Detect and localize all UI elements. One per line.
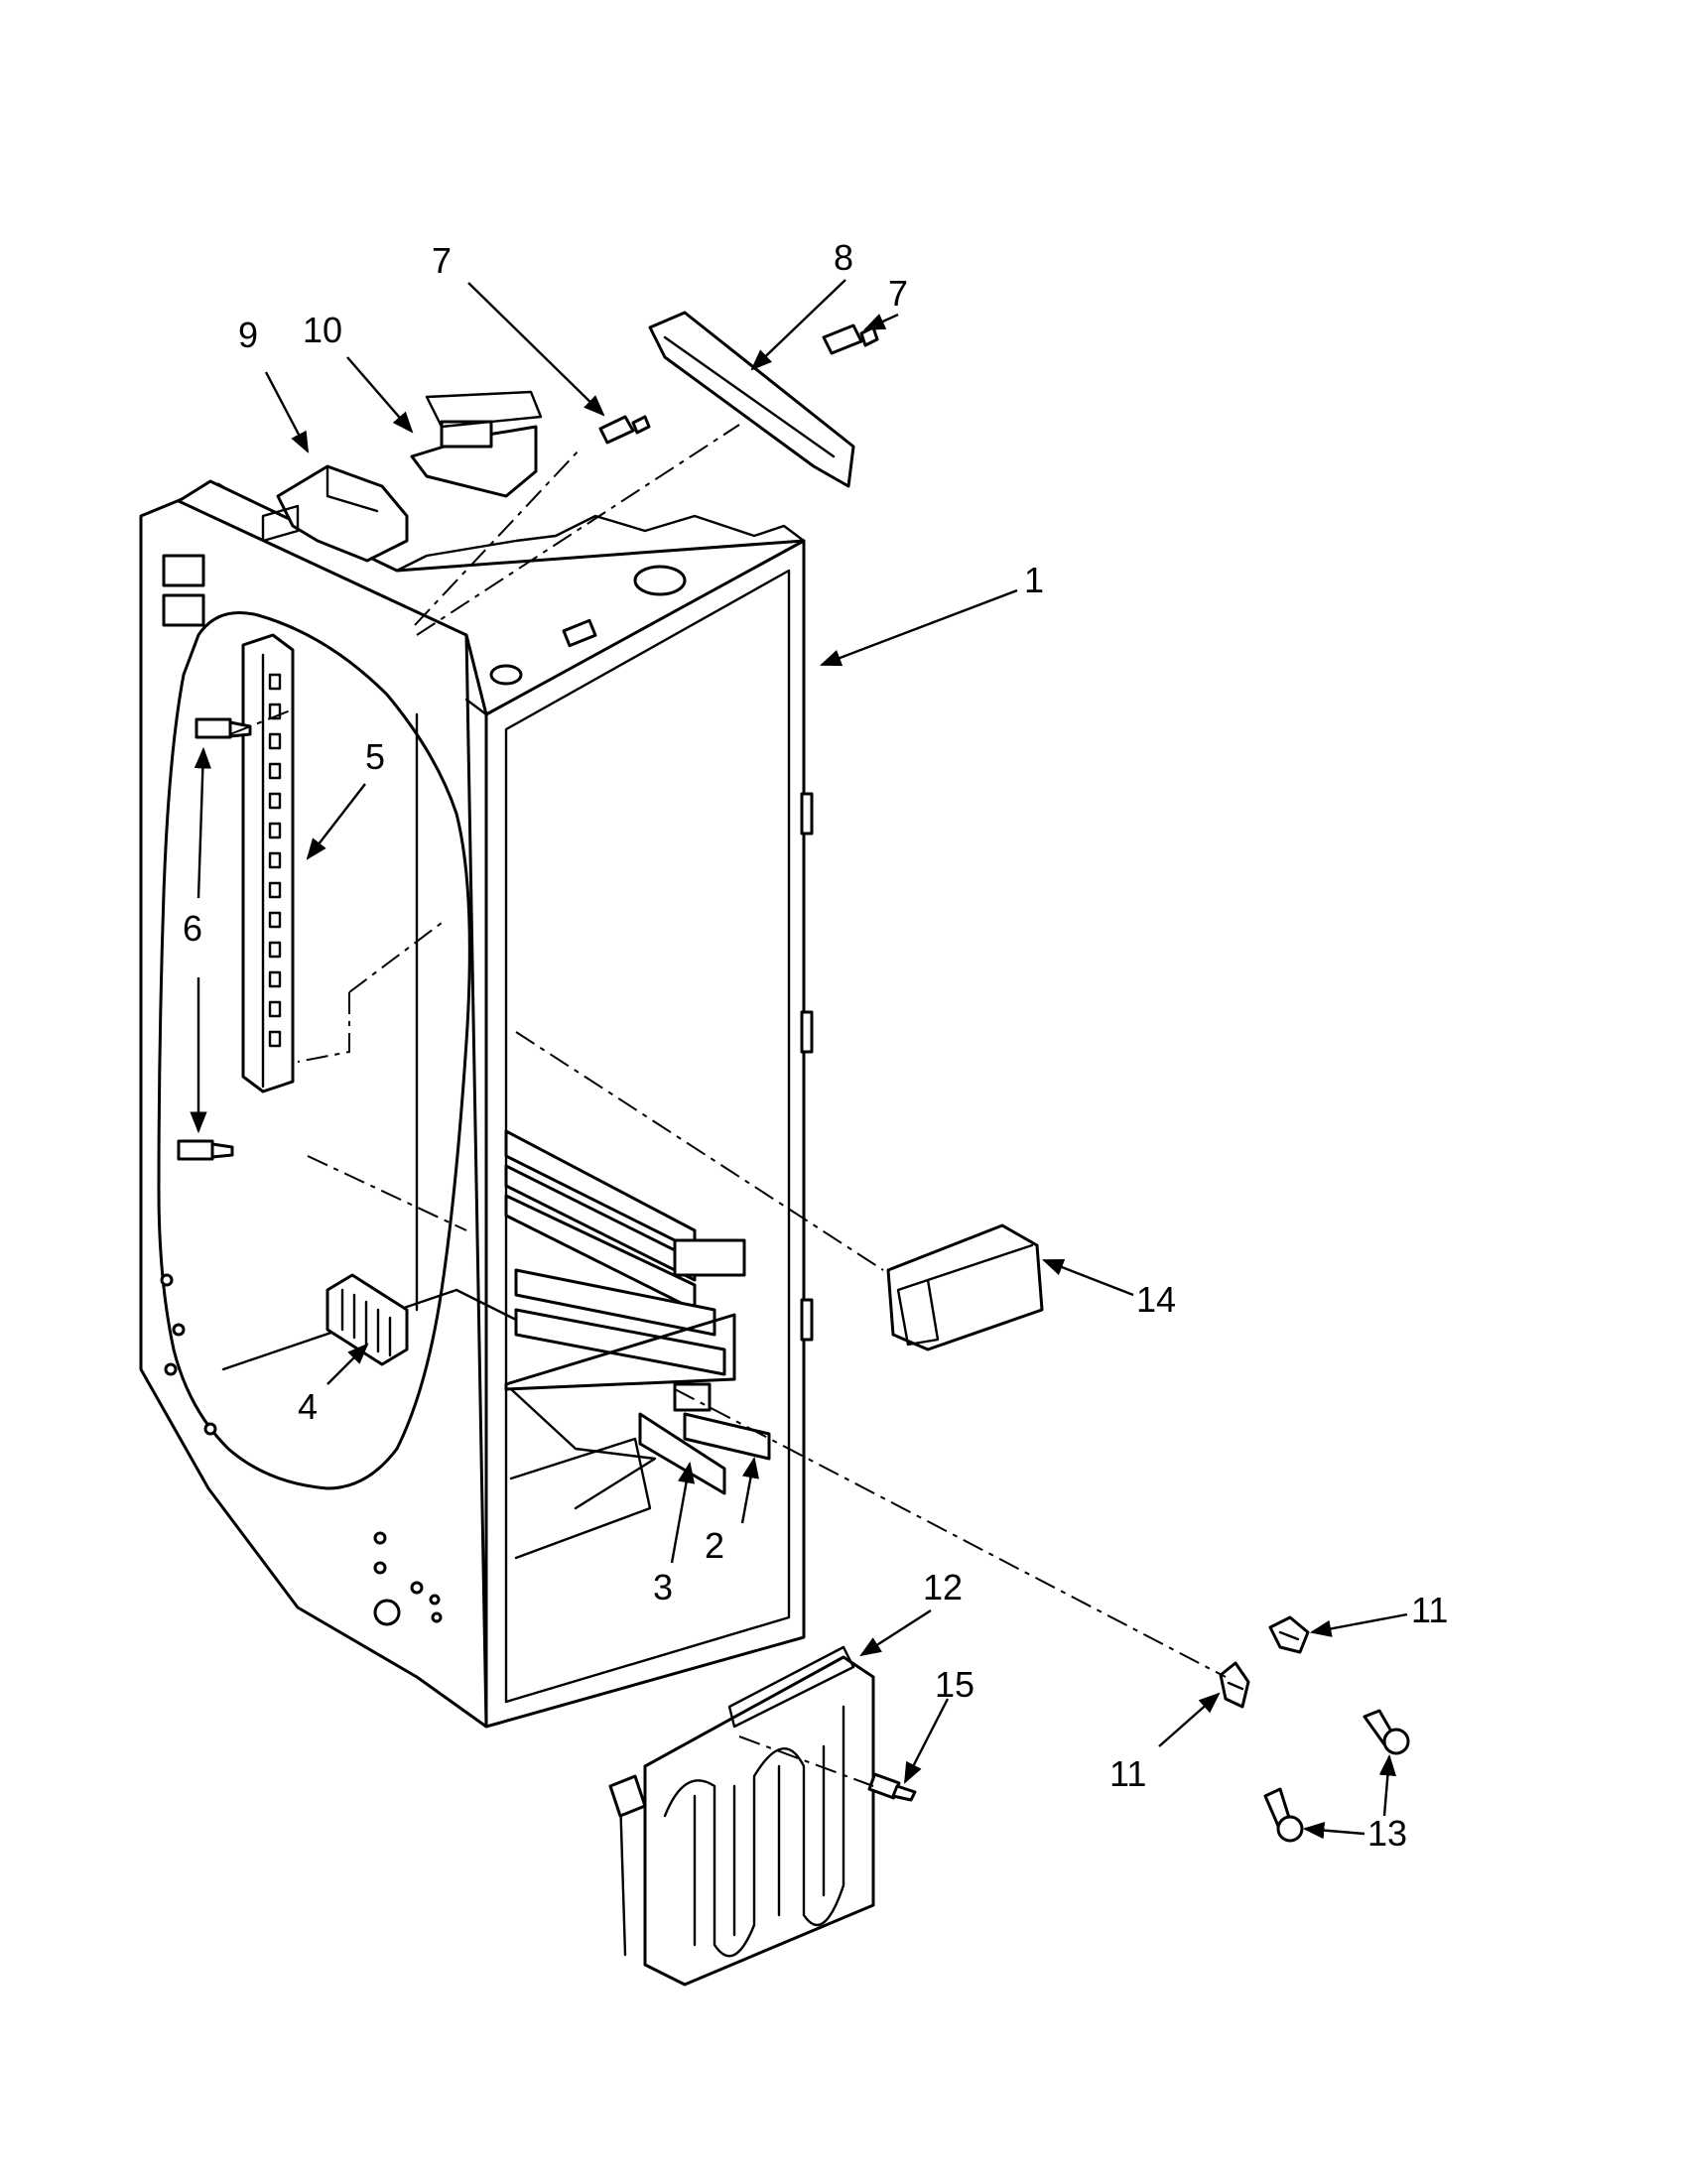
callout-14: 14 (1136, 1279, 1176, 1320)
callout-5: 5 (365, 736, 385, 777)
callout-4: 4 (298, 1386, 318, 1427)
callout-12: 12 (923, 1567, 963, 1607)
callout-7-left: 7 (432, 240, 452, 281)
leader-lines (190, 279, 1408, 1840)
callout-13: 13 (1367, 1813, 1407, 1854)
callout-7-right: 7 (888, 273, 908, 314)
heater-screw (867, 1772, 917, 1802)
callout-9: 9 (238, 315, 258, 355)
callout-11-right: 11 (1411, 1590, 1448, 1630)
screw-7-right (822, 323, 879, 355)
heater-coil (608, 1645, 875, 1987)
callout-8: 8 (834, 237, 853, 278)
callout-10: 10 (303, 310, 342, 350)
clip-lower (1219, 1661, 1250, 1709)
callout-1: 1 (1024, 560, 1044, 600)
light-housing (886, 1223, 1044, 1351)
pin-lower (1263, 1787, 1304, 1843)
callout-6: 6 (183, 908, 202, 949)
top-channel (648, 311, 855, 488)
screw-bottom (177, 1139, 234, 1161)
callout-15: 15 (935, 1664, 974, 1705)
mounting-bracket (410, 390, 543, 498)
alignment-lines (229, 424, 1227, 1787)
callout-11-left: 11 (1109, 1753, 1146, 1794)
callout-3: 3 (653, 1567, 673, 1607)
cabinet-liner (139, 479, 814, 1729)
pin-upper (1363, 1709, 1410, 1755)
callout-labels: 1 2 3 4 5 6 7 7 8 9 10 11 11 12 13 14 15 (183, 237, 1448, 1854)
control-housing (261, 464, 409, 563)
callout-2: 2 (705, 1525, 724, 1566)
clip-upper (1268, 1615, 1310, 1654)
screw-7-left (598, 415, 651, 445)
vent-grille (325, 1273, 409, 1366)
shelf-rail (241, 633, 295, 1093)
